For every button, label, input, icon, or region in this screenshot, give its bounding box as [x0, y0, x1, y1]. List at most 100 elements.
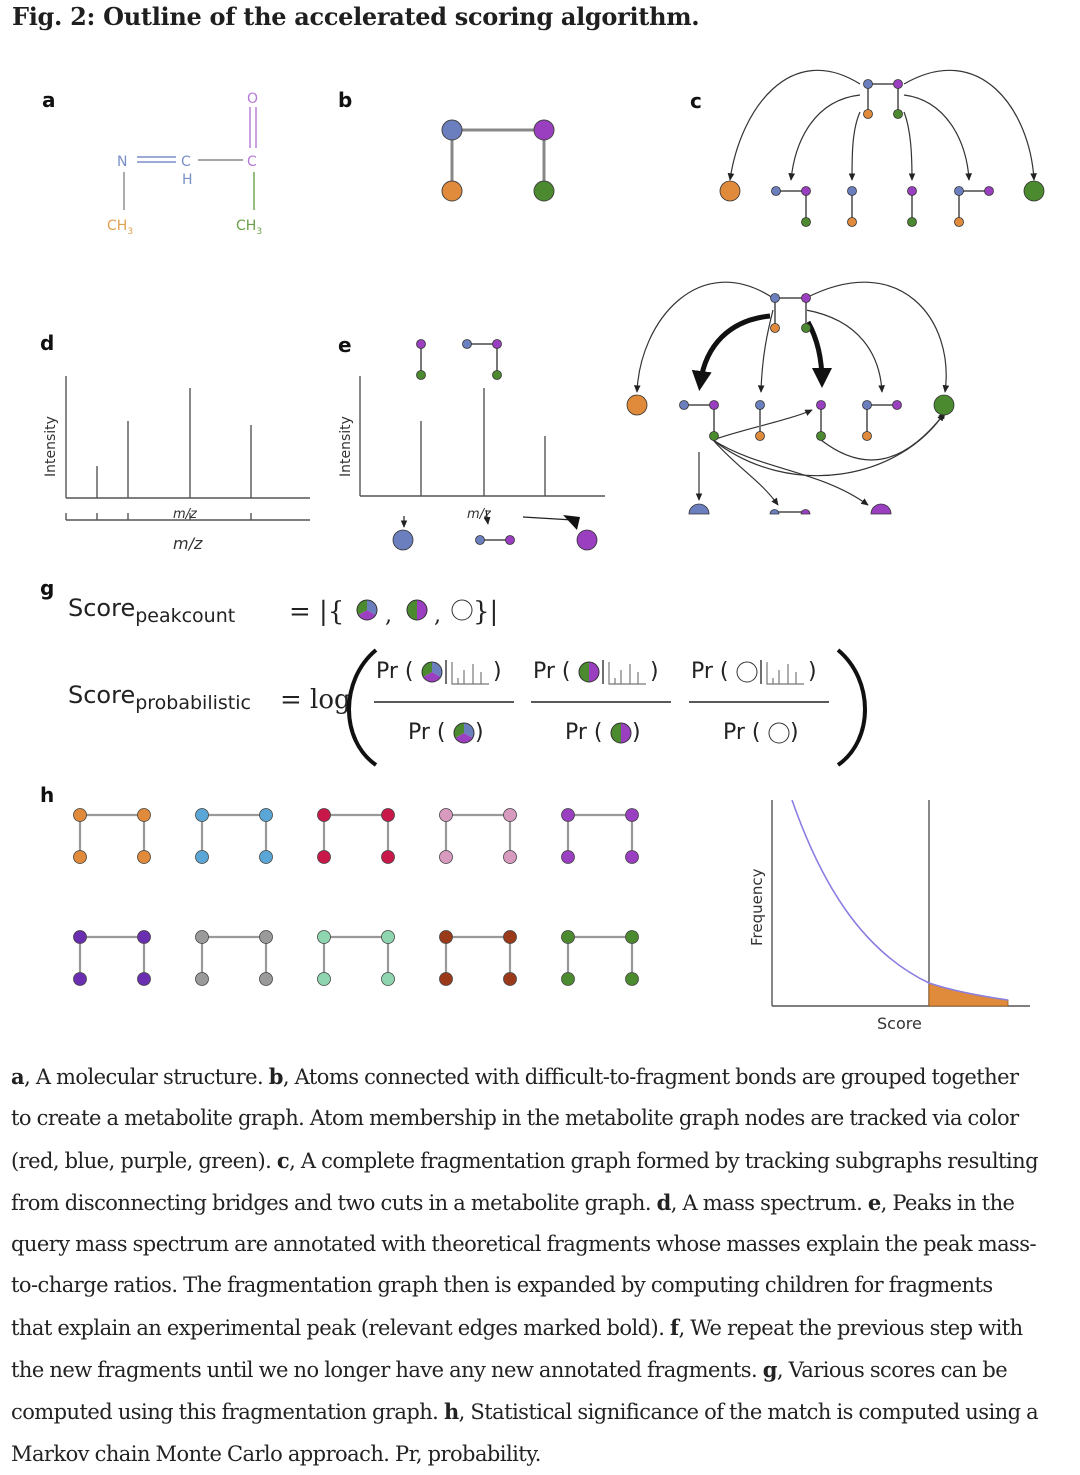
fragment-node [907, 217, 917, 227]
graph-node [625, 850, 639, 864]
peakcount-eq: = |{ [289, 597, 344, 627]
randomized-graphs [73, 808, 639, 986]
caption-text: query mass spectrum are annotated with t… [11, 1232, 1037, 1257]
pie-slice [417, 600, 427, 620]
panel-label-g: g [40, 576, 54, 600]
fragment-node [954, 217, 964, 227]
graph-node [439, 808, 453, 822]
random-graph [195, 808, 273, 864]
caption-panel-ref: d [656, 1189, 672, 1215]
pie-slice [407, 600, 417, 620]
graph-node [317, 808, 331, 822]
fragment-node [801, 293, 811, 303]
caption-line: to-charge ratios. The fragmentation grap… [11, 1265, 1073, 1306]
pr-label: Pr ( [376, 659, 414, 684]
caption-text: , We repeat the previous step with [678, 1315, 1023, 1340]
mini-spectrum-axes [766, 662, 804, 685]
panel-label-c: c [690, 89, 702, 113]
spectrum-d-xlabel-inner: m/z [173, 507, 198, 522]
random-graph [561, 808, 639, 864]
fragment-node [863, 79, 873, 89]
fragment-node [392, 529, 414, 551]
graph-node [625, 808, 639, 822]
panel-label-b: b [338, 88, 352, 112]
histogram-xlabel: Score [877, 1014, 922, 1033]
fragment-node [462, 339, 472, 349]
graph-node [137, 930, 151, 944]
caption-line: from disconnecting bridges and two cuts … [11, 1182, 1073, 1224]
fragment-node [800, 509, 811, 515]
peakcount-close: }| [473, 597, 498, 627]
caption-panel-ref: g [762, 1357, 778, 1383]
pie-outline [610, 722, 632, 744]
graph-node [317, 930, 331, 944]
fragment-node [801, 217, 811, 227]
random-graph [195, 930, 273, 986]
annotation-arrowhead [563, 515, 580, 530]
fragment-node [770, 323, 780, 333]
caption-text: , A molecular structure. [24, 1065, 269, 1089]
random-graph [317, 808, 395, 864]
metabolite-graph [441, 119, 555, 202]
probability-terms: Pr ()Pr ()Pr ()Pr ()Pr ()Pr () [376, 659, 817, 745]
spectrum-d-ylabel: Intensity [43, 416, 59, 477]
mass-spectrum-e [359, 376, 605, 497]
fragment-node [1023, 180, 1045, 202]
pr-label: Pr ( [691, 659, 729, 684]
caption-line: (red, blue, purple, green). c, A complet… [11, 1140, 1073, 1182]
atom-c1: C [181, 154, 191, 170]
caption-line: to create a metabolite graph. Atom membe… [11, 1098, 1073, 1139]
atom-n: N [117, 154, 127, 170]
fragment-node [801, 186, 811, 196]
graph-node [317, 850, 331, 864]
score-probabilistic: Scoreprobabilistic [68, 681, 251, 714]
fragment-node [954, 186, 964, 196]
graph-node [195, 808, 209, 822]
pie-slice [579, 662, 589, 682]
pie-outline [421, 661, 443, 683]
node-orange [441, 180, 463, 202]
graph-node [625, 972, 639, 986]
fragment-node [862, 400, 872, 410]
pie-slice [423, 672, 441, 683]
ch3-left: CH3 [107, 218, 133, 237]
caption-text: , Statistical significance of the match … [458, 1400, 1039, 1425]
log-parens [347, 648, 867, 767]
caption-text: the new fragments until we no longer hav… [11, 1358, 763, 1383]
random-graph [73, 930, 151, 986]
pie-outline [453, 722, 475, 744]
pie-outline [578, 661, 600, 683]
caption-panel-ref: f [669, 1314, 679, 1340]
caption-line: Markov chain Monte Carlo approach. Pr, p… [11, 1434, 1073, 1475]
graph-node [259, 930, 273, 944]
graph-node [625, 930, 639, 944]
pie-slice [358, 610, 376, 620]
caption-text: , A mass spectrum. [670, 1190, 868, 1215]
pr-close: ) [650, 659, 659, 684]
fragment-node [801, 323, 811, 333]
spectrum-e-annotations [400, 509, 574, 528]
pr-close: ) [808, 659, 817, 684]
pie-slice [621, 723, 631, 743]
graph-node [561, 930, 575, 944]
graph-node [503, 808, 517, 822]
fragment-node [679, 400, 689, 410]
graph-node [137, 972, 151, 986]
pie-outline [768, 722, 790, 744]
graph-node [561, 850, 575, 864]
caption-text: , Various scores can be [776, 1358, 1008, 1383]
fragment-node [933, 394, 955, 416]
graph-node [381, 972, 395, 986]
caption-panel-ref: c [276, 1147, 290, 1173]
graph-node [259, 972, 273, 986]
spectrum-d-xlabel: m/z [173, 534, 203, 553]
graph-node [561, 808, 575, 822]
fragment-node [870, 503, 892, 515]
pie-outline [406, 599, 428, 621]
caption-text: that explain an experimental peak (relev… [11, 1315, 670, 1340]
fragmentation-graph [727, 69, 1037, 181]
comma-1: , [385, 603, 392, 628]
pr-label: Pr ( [723, 720, 761, 745]
graph-node [259, 850, 273, 864]
fragment-node [847, 217, 857, 227]
